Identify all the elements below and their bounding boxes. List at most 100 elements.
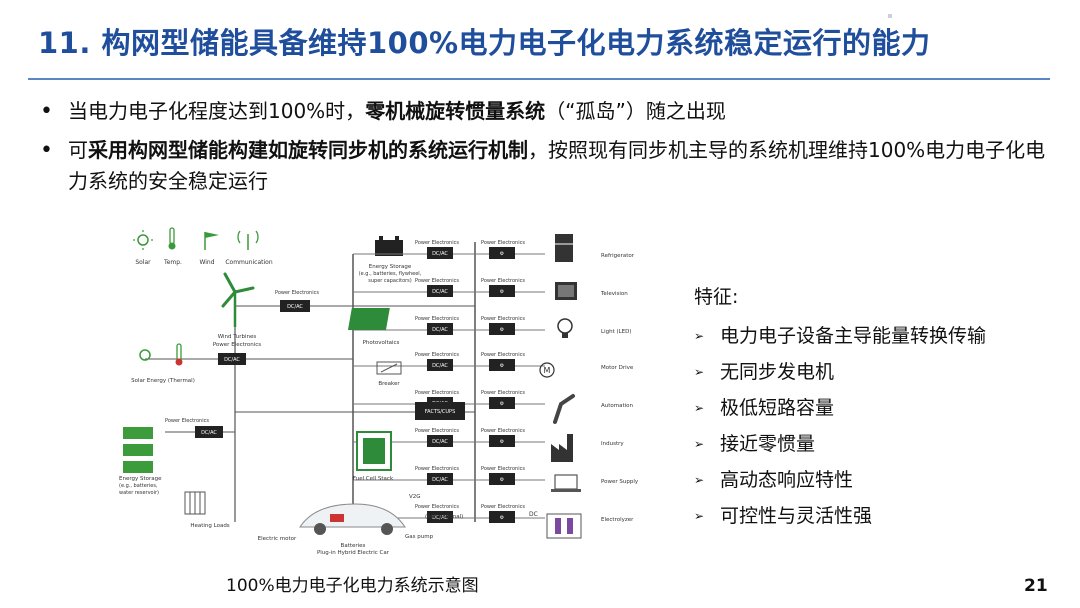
- electric-motor-label: Electric motor: [258, 536, 297, 542]
- converter-label: ⚙: [500, 439, 505, 445]
- svg-text:M: M: [544, 366, 551, 375]
- antenna-icon: [237, 230, 259, 250]
- load-label: Refrigerator: [601, 253, 635, 259]
- feature-item: ➢极低短路容量: [694, 390, 986, 426]
- converter-box: [489, 323, 515, 335]
- bidirectional-label: (bidirectional): [425, 514, 463, 520]
- feature-text: 极低短路容量: [720, 397, 835, 419]
- feature-item: ➢可控性与灵活性强: [694, 498, 986, 534]
- arrow-bullet-icon: ➢: [694, 437, 705, 451]
- pe-label: Power Electronics: [415, 352, 459, 358]
- feature-item: ➢接近零惯量: [694, 426, 986, 462]
- battery-icon: [375, 236, 403, 256]
- load-label: Light (LED): [601, 329, 632, 335]
- factory-icon: [551, 434, 573, 462]
- facts-label: FACTS/CUPS: [425, 409, 456, 415]
- diagram-caption: 100%电力电子化电力系统示意图: [226, 576, 479, 596]
- features-panel: 特征: ➢电力电子设备主导能量转换传输 ➢无同步发电机 ➢极低短路容量 ➢接近零…: [694, 282, 986, 534]
- facts-compensator-box: [415, 402, 465, 420]
- gas-pump-label: Gas pump: [405, 534, 434, 540]
- bullet-text-normal: （“孤岛”）随之出现: [545, 99, 726, 123]
- pe-label: Power Electronics: [415, 504, 459, 510]
- features-heading: 特征:: [694, 286, 739, 308]
- source-label: Wind: [199, 259, 214, 266]
- pe-label: Power Electronics: [415, 466, 459, 472]
- pe-label: Power Electronics: [275, 290, 319, 296]
- converter-label: ⚙: [500, 363, 505, 369]
- bullet-text-normal: 可: [68, 138, 88, 162]
- pe-label: Power Electronics: [481, 278, 525, 284]
- energy-storage-bottom-sublabel: water reservoir): [119, 490, 159, 496]
- feature-text: 无同步发电机: [720, 361, 835, 383]
- batteries-label: Batteries: [341, 543, 366, 549]
- decorative-mark: [888, 14, 892, 18]
- converter-box: [427, 473, 453, 485]
- pe-label: Power Electronics: [481, 428, 525, 434]
- fuel-cell-label: Fuel Cell Stack: [353, 476, 394, 482]
- solar-panel-icon: [347, 308, 390, 330]
- converter-box: [489, 397, 515, 409]
- bullet-list: • 当电力电子化程度达到100%时，零机械旋转惯量系统（“孤岛”）随之出现 • …: [40, 96, 1050, 205]
- page-number: 21: [1024, 576, 1048, 596]
- television-icon: [555, 282, 577, 300]
- pe-label: Power Electronics: [415, 428, 459, 434]
- feature-item: ➢电力电子设备主导能量转换传输: [694, 318, 986, 354]
- bullet-text-bold: 零机械旋转惯量系统: [365, 99, 546, 123]
- pe-label: Power Electronics: [481, 390, 525, 396]
- converter-label: DC/AC: [432, 477, 448, 483]
- battery-bank-icon: [123, 427, 153, 473]
- converter-label: ⚙: [500, 401, 505, 407]
- page-title: 11. 构网型储能具备维持100%电力电子化电力系统稳定运行的能力: [38, 26, 931, 60]
- converter-box: [489, 247, 515, 259]
- features-list: ➢电力电子设备主导能量转换传输 ➢无同步发电机 ➢极低短路容量 ➢接近零惯量 ➢…: [694, 318, 986, 534]
- heating-label: Heating Loads: [190, 523, 229, 529]
- electrolyzer-icon: [546, 513, 582, 539]
- wind-turbines-label: Wind Turbines: [218, 334, 257, 340]
- energy-storage-label: Energy Storage: [369, 264, 412, 270]
- pe-label: Power Electronics: [415, 278, 459, 284]
- feature-text: 高动态响应特性: [720, 469, 854, 491]
- robot-arm-icon: [553, 394, 575, 424]
- laptop-icon: [551, 474, 581, 492]
- energy-storage-sublabel: super capacitors): [368, 278, 412, 284]
- bullet-text-normal: ，按照现有同步机主导的系统机理维持100%电力电子化电力系统的安全稳定运行: [68, 138, 1046, 193]
- converter-label: DC/AC: [201, 430, 217, 436]
- refrigerator-icon: [555, 234, 573, 262]
- converter-label: DC/AC: [287, 304, 303, 310]
- pe-label: Power Electronics: [415, 390, 459, 396]
- source-label: Temp.: [163, 259, 182, 266]
- converter-label: DC/AC: [432, 515, 448, 521]
- converter-label: DC/AC: [224, 357, 240, 363]
- pe-label: Power Electronics: [415, 316, 459, 322]
- converter-label: ⚙: [500, 477, 505, 483]
- title-divider: [28, 78, 1050, 80]
- converter-box: [427, 323, 453, 335]
- arrow-bullet-icon: ➢: [694, 509, 705, 523]
- bullet-text: 可采用构网型储能构建如旋转同步机的系统运行机制，按照现有同步机主导的系统机理维持…: [68, 135, 1050, 197]
- pe-label: Power Electronics: [481, 316, 525, 322]
- pe-label: Power Electronics: [481, 504, 525, 510]
- pe-label: Power Electronics: [415, 240, 459, 246]
- energy-storage-sublabel: (e.g., batteries, flywheel,: [359, 271, 422, 277]
- load-label: Motor Drive: [601, 365, 634, 371]
- light-bulb-icon: [557, 318, 573, 338]
- arrow-bullet-icon: ➢: [694, 365, 705, 379]
- bullet-item: • 可采用构网型储能构建如旋转同步机的系统运行机制，按照现有同步机主导的系统机理…: [40, 135, 1050, 197]
- bullet-text-bold: 采用构网型储能构建如旋转同步机的系统运行机制: [88, 138, 528, 162]
- converter-label: DC/AC: [432, 289, 448, 295]
- radiator-icon: [184, 491, 206, 515]
- converter-box: [427, 285, 453, 297]
- bullet-text-normal: 当电力电子化程度达到100%时，: [68, 99, 366, 123]
- converter-box: [489, 435, 515, 447]
- pe-label: Power Electronics: [481, 352, 525, 358]
- converter-box: [489, 359, 515, 371]
- pe-label: Power Electronics: [481, 466, 525, 472]
- converter-label: ⚙: [500, 251, 505, 257]
- converter-box: [489, 511, 515, 523]
- phev-label: Plug-in Hybrid Electric Car: [317, 550, 390, 556]
- energy-storage-bottom-label: Energy Storage: [119, 476, 162, 482]
- load-label: Automation: [601, 403, 634, 409]
- power-system-diagram: Solar Temp. Wind Communication Energy St…: [115, 222, 660, 557]
- load-label: Industry: [601, 441, 624, 447]
- energy-storage-bottom-sublabel: (e.g., batteries,: [119, 483, 158, 489]
